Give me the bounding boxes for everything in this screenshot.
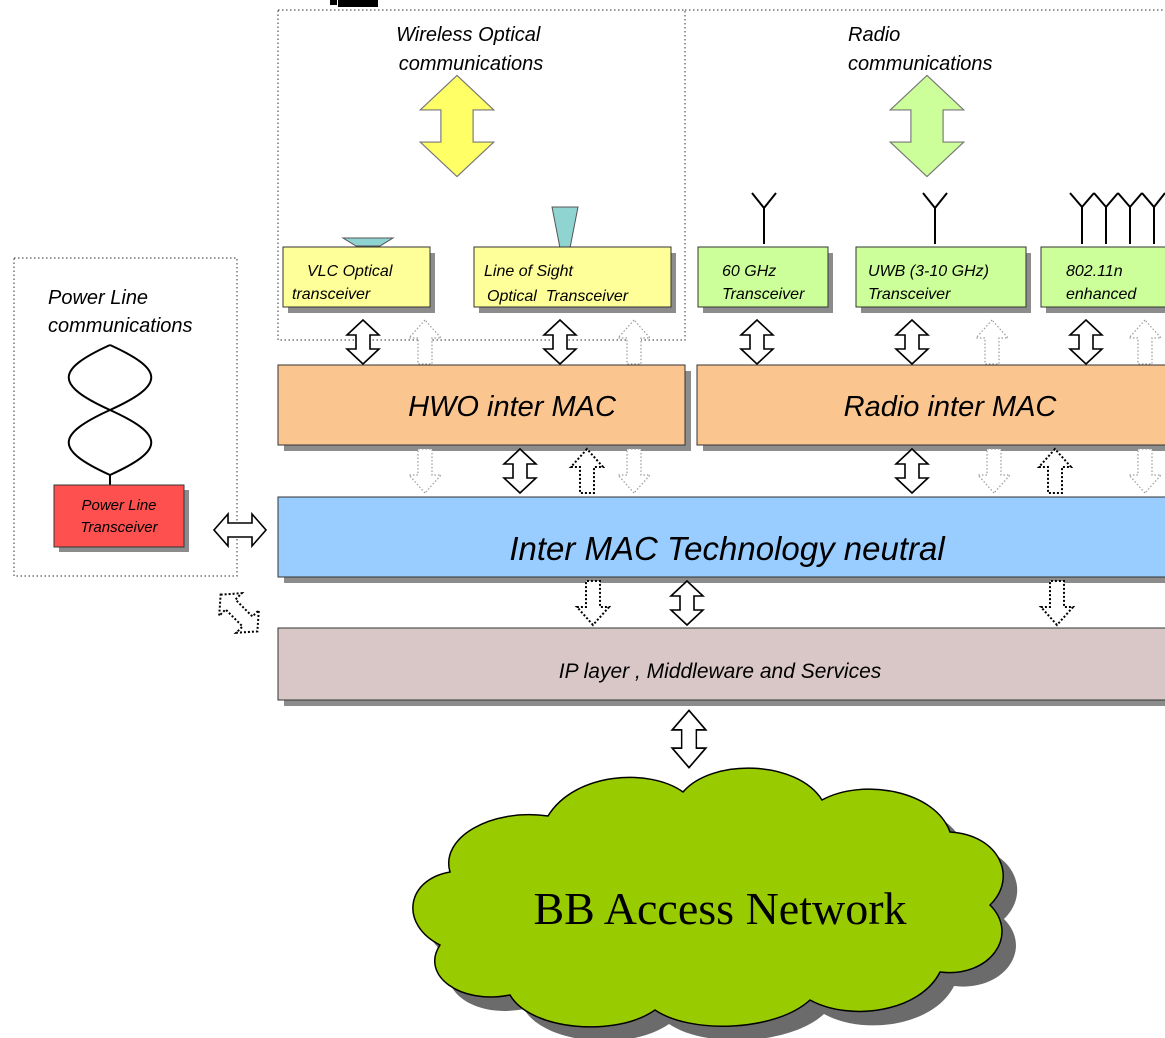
uwb-transceiver: UWB (3-10 GHz)Transceiver — [855, 246, 1027, 308]
clipped-title-fragment — [330, 0, 378, 7]
svg-text:UWB (3-10 GHz)Transceiver: UWB (3-10 GHz)Transceiver — [868, 263, 989, 303]
powerline-group-box — [13, 257, 238, 577]
svg-text:Inter MAC Technology neutral: Inter MAC Technology neutral — [509, 530, 946, 567]
transceiver-mac-arrows — [346, 319, 1162, 365]
svg-text:HWO inter MAC: HWO inter MAC — [408, 391, 617, 423]
svg-text:IP layer , Middleware and Serv: IP layer , Middleware and Services — [559, 660, 882, 683]
svg-text:Radio inter MAC: Radio inter MAC — [844, 391, 1058, 423]
optical-medium-arrow — [419, 74, 495, 178]
radio-medium-arrow — [889, 74, 965, 178]
antenna-icon — [751, 192, 1165, 244]
vlc-led-icon — [341, 237, 395, 247]
powerline-ip-arrow — [208, 582, 270, 644]
powerline-section-title: Power Line communications — [48, 287, 193, 337]
bb-access-network-cloud: BB Access Network — [412, 767, 1018, 1038]
ip-layer: IP layer , Middleware and Services — [277, 627, 1165, 706]
radio-inter-mac-layer: Radio inter MAC — [696, 364, 1165, 451]
optical-section-title: Wireless Optical communications — [396, 24, 546, 75]
los-led-icon — [551, 206, 579, 249]
powerline-neutral-arrow — [213, 513, 267, 547]
ip-network-arrow — [671, 709, 707, 769]
radio-section-title: Radio communications — [848, 24, 993, 75]
neutral-inter-mac-layer: Inter MAC Technology neutral — [277, 496, 1165, 583]
optical-group-box — [277, 9, 686, 341]
svg-text:BB Access Network: BB Access Network — [533, 883, 906, 934]
neutral-ip-arrows — [576, 580, 1074, 626]
mac-neutral-arrows — [408, 448, 1162, 494]
twisted-pair-icon — [67, 344, 153, 486]
hwo-inter-mac-layer: HWO inter MAC — [277, 364, 691, 451]
